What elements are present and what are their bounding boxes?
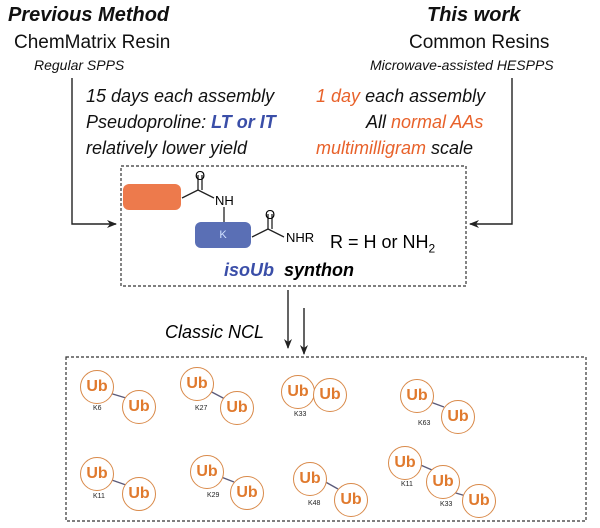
- carbonyl-o-2: O: [265, 207, 276, 222]
- previous-resin: ChemMatrix Resin: [14, 32, 171, 53]
- r-definition: R = H or NH2: [330, 232, 435, 256]
- ub-node: Ub: [122, 477, 156, 511]
- linkage-label: K11: [401, 481, 413, 488]
- carbonyl-o-1: O: [195, 168, 206, 183]
- all-text: All: [366, 112, 387, 132]
- synthon-bonds: [181, 175, 285, 238]
- this-work-line-scale: multimilligram scale: [316, 138, 473, 159]
- ub-node: Ub: [281, 375, 315, 409]
- lt-it-highlight: LT or IT: [211, 112, 276, 132]
- ub-node: Ub: [220, 391, 254, 425]
- previous-method-title: Previous Method: [8, 4, 170, 26]
- ub-node: Ub: [190, 455, 224, 489]
- this-work-title: This work: [427, 4, 521, 26]
- ub-node: Ub: [230, 476, 264, 510]
- ncl-label: Classic NCL: [165, 322, 265, 342]
- linkage-label: K11: [93, 493, 105, 500]
- ub-node: Ub: [400, 379, 434, 413]
- nh-label: NH: [215, 193, 234, 208]
- each-assembly-text: each assembly: [365, 86, 486, 106]
- one-day-highlight: 1 day: [316, 86, 361, 106]
- scale-text: scale: [431, 138, 474, 158]
- linkage-label: K48: [308, 500, 321, 507]
- ub-node: Ub: [388, 446, 422, 480]
- ub-node: Ub: [313, 378, 347, 412]
- ub-node: Ub: [80, 370, 114, 404]
- ub-node: Ub: [334, 483, 368, 517]
- blue-peptide-block: K: [195, 222, 251, 248]
- linkage-label: K29: [207, 492, 220, 499]
- synthon-name: isoUb synthon: [224, 260, 354, 281]
- linkage-label: K63: [418, 420, 431, 427]
- nhr-label: NHR: [286, 230, 315, 245]
- linkage-label: K33: [294, 411, 307, 418]
- ub-node: Ub: [426, 465, 460, 499]
- ub-node: Ub: [80, 457, 114, 491]
- previous-spps: Regular SPPS: [34, 57, 125, 73]
- synthon-box: [120, 165, 467, 287]
- pseudoproline-label: Pseudoproline:: [86, 112, 207, 132]
- multimilligram-highlight: multimilligram: [316, 138, 427, 158]
- ub-node: Ub: [180, 367, 214, 401]
- linkage-label: K27: [195, 405, 208, 412]
- this-work-method: Microwave-assisted HESPPS: [370, 57, 554, 73]
- ub-node: Ub: [462, 484, 496, 518]
- normal-aas-highlight: normal AAs: [391, 112, 484, 132]
- previous-line-days: 15 days each assembly: [86, 86, 275, 106]
- previous-line-pseudoproline: Pseudoproline: LT or IT: [86, 112, 276, 133]
- products-box: [65, 356, 587, 522]
- this-work-resin: Common Resins: [409, 32, 550, 53]
- r-definition-text: R = H or NH: [330, 232, 429, 252]
- previous-line-yield: relatively lower yield: [86, 138, 248, 158]
- this-work-line-aas: All normal AAs: [366, 112, 483, 133]
- ub-node: Ub: [293, 462, 327, 496]
- synthon-word: synthon: [284, 260, 355, 280]
- ub-node: Ub: [441, 400, 475, 434]
- isoub-label: isoUb: [224, 260, 275, 280]
- this-work-arrow: [469, 78, 513, 228]
- orange-peptide-block: [123, 184, 181, 210]
- r-definition-subscript: 2: [428, 241, 436, 256]
- this-work-line-days: 1 day each assembly: [316, 86, 485, 107]
- linkage-label: K33: [440, 501, 453, 508]
- linkage-label: K6: [93, 405, 102, 412]
- ub-node: Ub: [122, 390, 156, 424]
- previous-arrow: [71, 78, 117, 228]
